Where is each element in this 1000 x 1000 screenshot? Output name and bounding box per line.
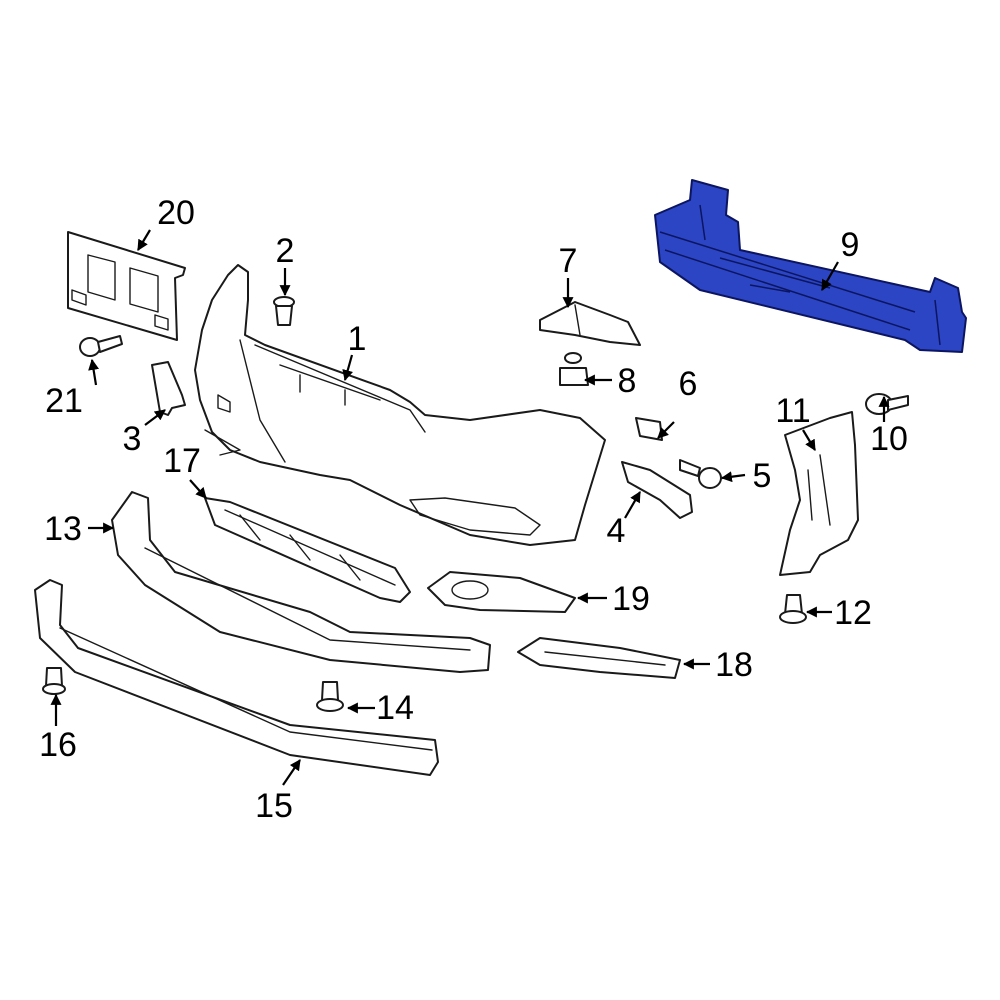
fog-bezel-part-19[interactable] [427,571,576,613]
bracket-part-7[interactable] [539,301,641,346]
callout-3: 3 [123,420,142,458]
callout-2: 2 [276,232,295,270]
callout-labels: 20 2 21 3 1 7 8 6 5 4 9 11 10 12 13 17 1… [39,194,908,825]
callout-18: 18 [715,646,753,684]
callout-6: 6 [679,365,698,403]
clip-part-12[interactable] [779,594,807,624]
callout-17: 17 [163,442,201,480]
bracket-part-3[interactable] [151,361,186,416]
callout-9: 9 [841,226,860,264]
nut-part-8[interactable] [559,352,589,386]
callout-20: 20 [157,194,195,232]
callout-16: 16 [39,726,77,764]
callout-14: 14 [376,689,414,727]
callout-4: 4 [607,512,626,550]
leader-lines [50,229,890,786]
lower-valance-part[interactable] [111,491,491,673]
bracket-part-4[interactable] [621,461,693,519]
callout-11: 11 [775,392,810,430]
callout-1: 1 [348,320,367,358]
clip-part-16[interactable] [42,667,66,695]
reinforcement-beam-part[interactable] [654,179,967,353]
bolt-part-10[interactable] [865,393,909,415]
callout-15: 15 [255,787,293,825]
callout-13: 13 [44,510,82,548]
bumper-cover-part[interactable] [194,264,606,546]
callout-21: 21 [45,382,83,420]
clip-part-14[interactable] [316,681,344,712]
clip-part-6[interactable] [635,417,663,441]
lower-spoiler-part[interactable] [34,579,439,776]
license-bracket-part[interactable] [67,231,186,341]
callout-19: 19 [612,580,650,618]
callout-12: 12 [834,594,872,632]
side-bracket-part[interactable] [779,411,859,576]
callout-5: 5 [753,457,772,495]
lower-grille-part[interactable] [204,497,411,603]
callout-8: 8 [618,362,637,400]
callout-7: 7 [559,242,578,280]
screw-part-21[interactable] [79,335,123,357]
clip-part-2[interactable] [273,296,295,326]
screw-part-5[interactable] [679,459,722,489]
fog-bezel-part-18[interactable] [517,637,681,679]
callout-10: 10 [870,420,908,458]
